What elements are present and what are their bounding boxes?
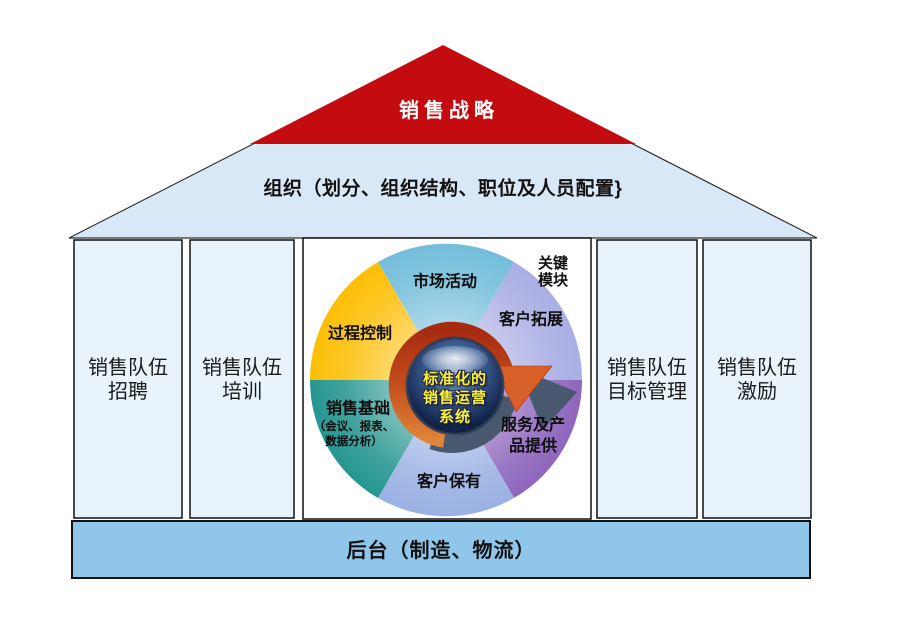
- pillar-training: [189, 239, 295, 519]
- segment-customer-retention-label: 客户保有: [416, 473, 482, 491]
- core-sphere-rim: [405, 336, 505, 436]
- pillar-recruiting: [73, 239, 183, 519]
- ring-shadow-arc: [429, 394, 517, 454]
- segment-market-activity-label: 市场活动: [412, 273, 478, 291]
- core-sphere-label: 标准化的 销售运营 系统: [422, 370, 488, 426]
- key-module-note: 关键 模块: [537, 255, 569, 289]
- foundation-bar: [71, 520, 811, 579]
- cycle-arrow-ring: [388, 321, 516, 448]
- roof-peak-triangle: [250, 45, 636, 144]
- roof-organization-label: 组织（划分、组织结构、职位及人员配置}: [263, 178, 623, 200]
- pillar-incentive: [702, 239, 812, 519]
- pillar-target-management-label: 销售队伍 目标管理: [607, 357, 687, 403]
- core-sphere-gloss: [422, 346, 488, 374]
- pillar-recruiting-label: 销售队伍 招聘: [88, 357, 168, 403]
- segment-process-control-label: 过程控制: [327, 325, 393, 343]
- segment-service-product-label: 服务及产 品提供: [500, 417, 566, 455]
- foundation-bar-label: 后台（制造、物流）: [346, 540, 536, 562]
- segment-sales-foundation-sublabel: （会议、报表、 数据分析）: [313, 421, 395, 448]
- cycle-arrow-head: [493, 365, 553, 413]
- roof-peak-label: 销售战略: [399, 100, 499, 122]
- pillar-target-management: [596, 239, 698, 519]
- pillar-incentive-label: 销售队伍 激励: [717, 357, 797, 403]
- segment-customer-expansion-label: 客户拓展: [498, 311, 564, 329]
- segment-sales-foundation-label: 销售基础: [325, 400, 391, 418]
- pillar-training-label: 销售队伍 培训: [202, 357, 282, 403]
